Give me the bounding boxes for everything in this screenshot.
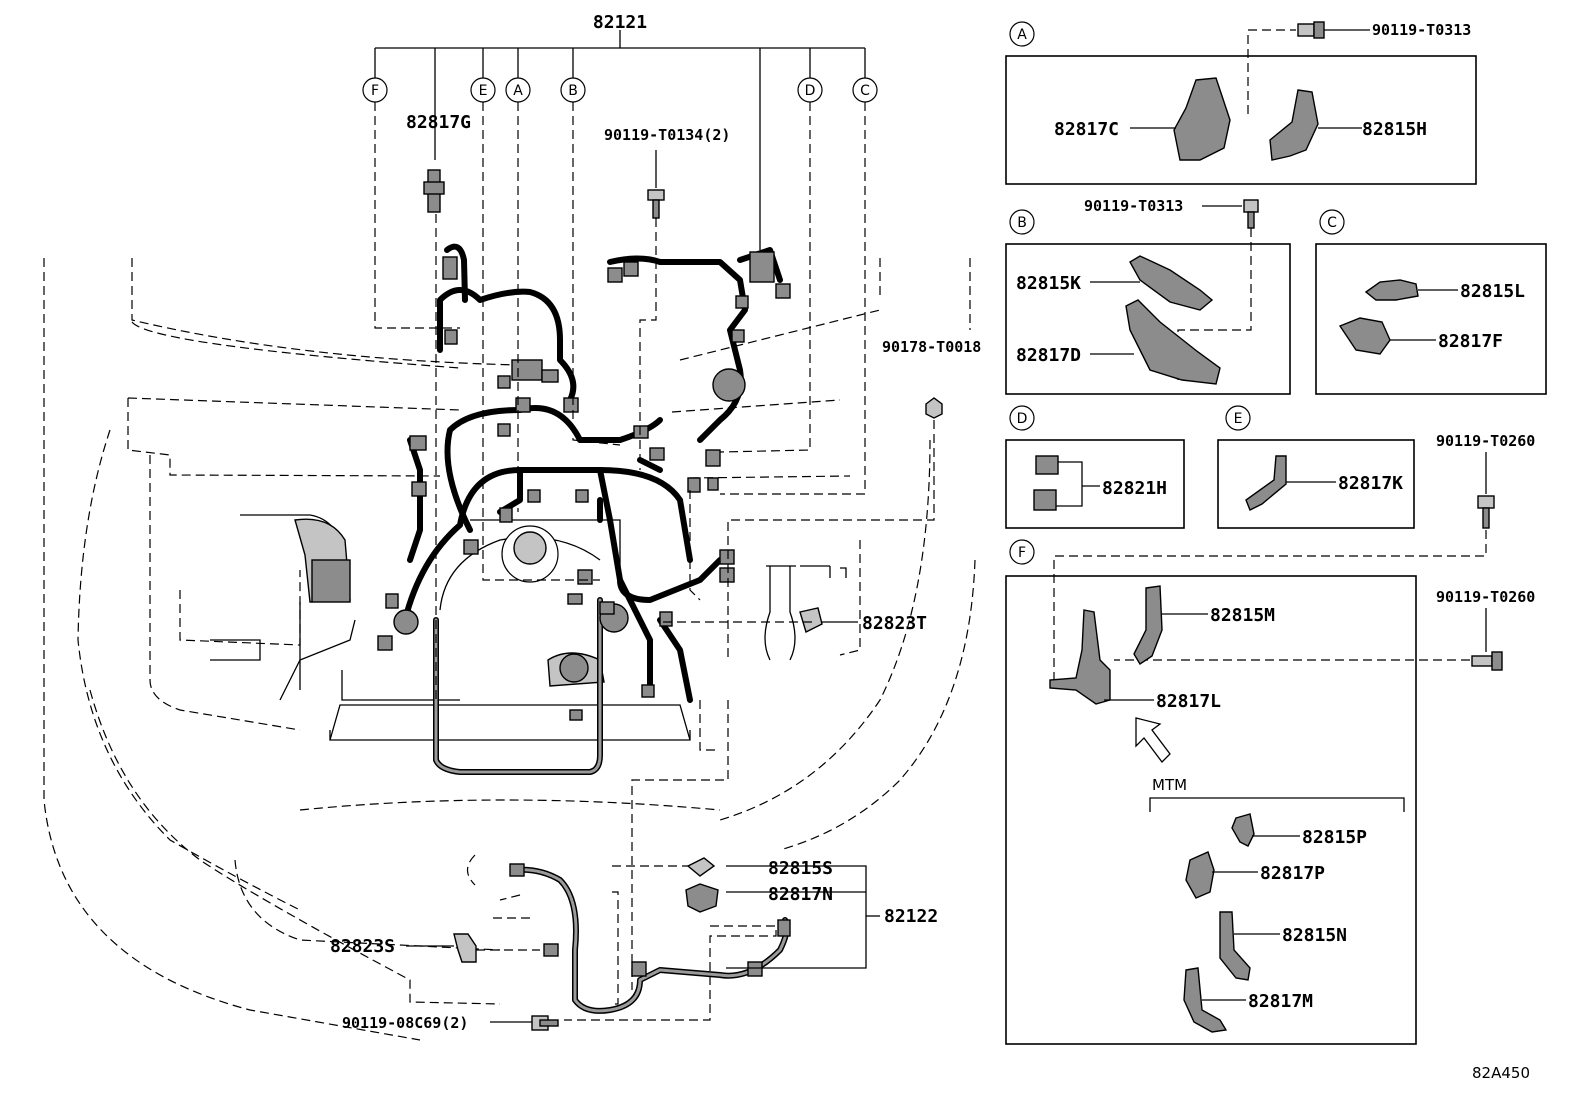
panel-b-bolt-label: 90119-T0313: [1084, 197, 1183, 215]
bolt-bottom-label: 90119-08C69(2): [342, 1014, 468, 1032]
panel-f-bolt2-label: 90119-T0260: [1436, 588, 1535, 606]
leader-lines-main: [299, 30, 935, 990]
bolt-mid-label: 90178-T0018: [882, 338, 981, 356]
figure-code: 82A450: [1472, 1064, 1530, 1082]
panel-a-part2-label: 82815H: [1362, 119, 1427, 140]
bolt-top-label: 90119-T0134(2): [604, 126, 730, 144]
panel-e-letter: E: [1234, 411, 1243, 427]
panel-d: D 82821H: [1005, 405, 1185, 529]
panel-f-variant-label: MTM: [1152, 776, 1187, 794]
panel-b-letter: B: [1017, 215, 1027, 231]
panel-f: F 90119-T0260 90119-T0260 82815M 82817L …: [1005, 432, 1535, 1045]
panel-a-bolt-label: 90119-T0313: [1372, 21, 1471, 39]
panel-c-letter: C: [1327, 215, 1337, 231]
harness-82121: [377, 243, 791, 775]
panel-f-bolt1-label: 90119-T0260: [1436, 432, 1535, 450]
clip-82817G-graphic: [423, 169, 445, 213]
marker-c-main: C: [860, 83, 870, 99]
panel-e-part1-label: 82817K: [1338, 473, 1403, 494]
panel-d-part1-label: 82821H: [1102, 478, 1167, 499]
panel-c-part1-label: 82815L: [1460, 281, 1525, 302]
panel-f-letter: F: [1018, 545, 1026, 561]
panel-c: C 82815L 82817F: [1315, 209, 1547, 395]
clip-82817G-label: 82817G: [406, 112, 471, 133]
panel-f-part-p-label: 82815P: [1302, 827, 1367, 848]
marker-b-main: B: [568, 83, 578, 99]
panel-b: B 90119-T0313 82815K 82817D: [1005, 197, 1291, 395]
panel-b-part2-label: 82817D: [1016, 345, 1081, 366]
marker-d-main: D: [805, 83, 816, 99]
panel-f-part-l-label: 82817L: [1156, 691, 1221, 712]
bolt-90178-T0018-graphic: [925, 397, 943, 419]
bolt-90119-T0134-graphic: [647, 189, 665, 219]
harness-82122: [406, 857, 880, 1031]
panel-a-letter: A: [1017, 27, 1027, 43]
panel-d-letter: D: [1017, 411, 1028, 427]
clip-82815S-label: 82815S: [768, 858, 833, 879]
panel-f-part-mm-label: 82817M: [1248, 991, 1313, 1012]
panel-f-part-m-label: 82815M: [1210, 605, 1275, 626]
panel-c-part2-label: 82817F: [1438, 331, 1503, 352]
panel-f-part-n-label: 82815N: [1282, 925, 1347, 946]
marker-f-main: F: [371, 83, 379, 99]
panel-a: A 90119-T0313 82817C 82815H: [1005, 21, 1477, 185]
main-labels: 82121 82817G 90119-T0134(2) 90178-T0018 …: [330, 12, 981, 1032]
relay-82823T-graphic: [764, 565, 847, 661]
bracket-82823S-label: 82823S: [330, 936, 395, 957]
harness-82121-label: 82121: [593, 12, 647, 33]
vehicle-body-outline: [43, 258, 976, 1041]
engine-components: [210, 514, 605, 701]
panel-b-part1-label: 82815K: [1016, 273, 1081, 294]
panel-f-part-pp-label: 82817P: [1260, 863, 1325, 884]
panel-a-part1-label: 82817C: [1054, 119, 1119, 140]
harness-82122-label: 82122: [884, 906, 938, 927]
section-markers-main: F E A B D C: [362, 77, 878, 103]
relay-82823T-label: 82823T: [862, 613, 927, 634]
marker-e-main: E: [479, 83, 488, 99]
panel-e: E 82817K: [1217, 405, 1415, 529]
marker-a-main: A: [513, 83, 523, 99]
clip-82817N-label: 82817N: [768, 884, 833, 905]
